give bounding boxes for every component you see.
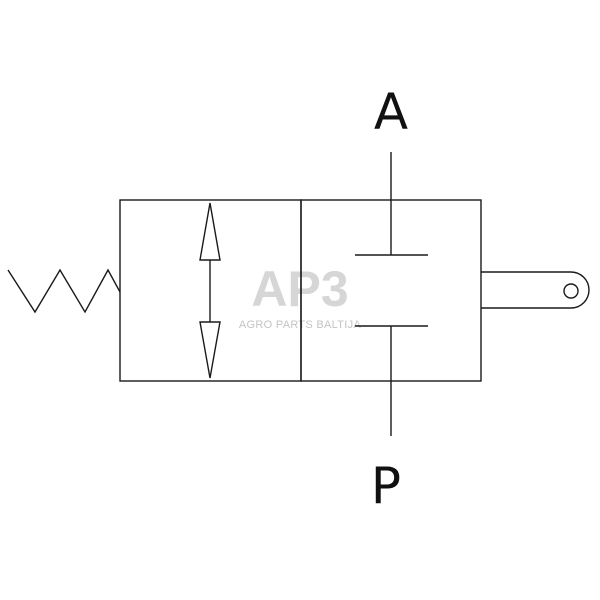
watermark: AP3 AGRO PARTS BALTIJA — [239, 261, 362, 331]
arrow-head-up — [199, 202, 221, 261]
flow-arrow-bidirectional — [199, 202, 221, 379]
blocked-ports — [355, 152, 428, 436]
roller-circle — [563, 283, 579, 299]
plunger-actuator — [481, 271, 590, 309]
watermark-tagline: AGRO PARTS BALTIJA — [239, 319, 362, 331]
arrow-head-down — [199, 321, 221, 379]
port-p-label: P — [371, 457, 401, 515]
watermark-logo: AP3 — [251, 261, 348, 317]
port-a-label: A — [374, 83, 408, 141]
spring-symbol — [7, 268, 121, 314]
